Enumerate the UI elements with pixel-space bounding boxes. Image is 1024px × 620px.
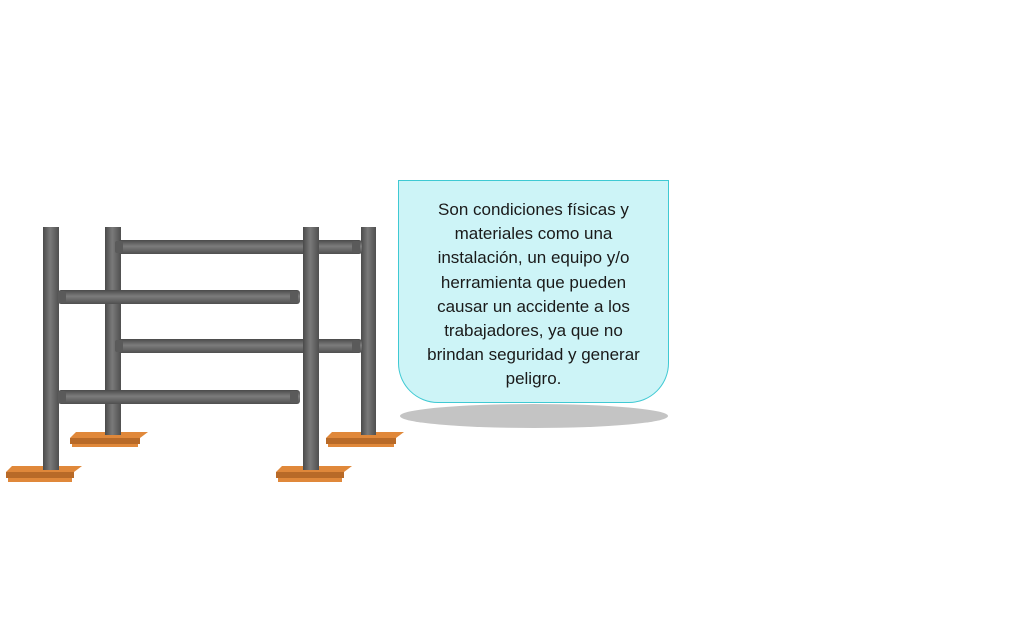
pole-back-left: [105, 227, 121, 435]
pole-back-right: [361, 227, 376, 435]
definition-bubble: Son condiciones físicas y materiales com…: [398, 180, 669, 403]
rail-back-lower: [115, 339, 362, 353]
rail-front-lower: [58, 390, 300, 404]
definition-text: Son condiciones físicas y materiales com…: [427, 200, 640, 389]
rail-front-upper: [58, 290, 300, 304]
scaffold-icon: [6, 227, 404, 482]
rail-back-top: [115, 240, 362, 254]
bubble-shadow: [400, 404, 668, 428]
pole-front-left: [43, 227, 59, 470]
pole-front-right: [303, 227, 319, 470]
plank-back-left: [70, 432, 148, 447]
